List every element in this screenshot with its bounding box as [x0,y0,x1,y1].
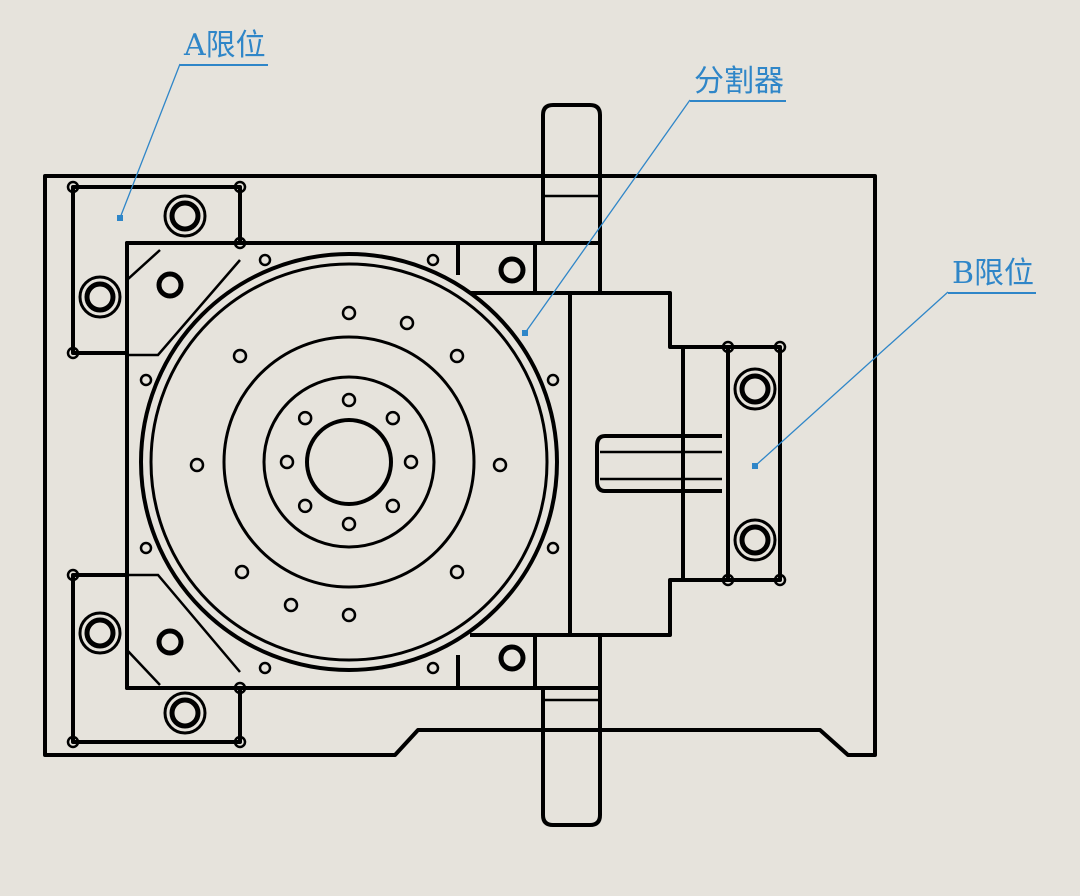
housing-hole [139,373,153,387]
bolt-circle-hole [297,410,313,426]
base-plate [43,174,877,757]
dial-hole [189,457,205,473]
bolt-socket [739,373,771,405]
dial-hole [449,348,465,364]
a-stop-block-top [71,185,242,355]
bolt-circle-hole [385,410,401,426]
dial-ring [305,418,393,506]
input-shaft-bottom [541,688,602,827]
indexer-label: 分割器 [690,66,786,102]
corner-pin [66,346,80,360]
dial-ring [262,375,436,549]
housing-hole [426,661,440,675]
bolts [66,180,787,749]
screw [498,256,526,284]
dial-ring [149,262,549,662]
housing-hole [546,541,560,555]
housing-hole [426,253,440,267]
housing-hole [258,253,272,267]
screw [498,644,526,672]
bolt-circle-hole [403,454,419,470]
a-stop-label: A限位 [180,30,268,66]
corner-pin [66,735,80,749]
a-stop-block-bottom [71,573,242,744]
corner-pin [233,180,247,194]
screw [156,271,184,299]
a-stop-leader [119,63,181,219]
corner-pin [66,180,80,194]
dial-hole [232,348,248,364]
dial-hole [283,597,299,613]
dial-hole [399,315,415,331]
housing-hole [258,661,272,675]
dial-hole [492,457,508,473]
bolt-head [78,611,122,655]
screw [156,628,184,656]
bolt-head [78,275,122,319]
a-stop-anchor [117,215,123,221]
indexer-leader [524,99,691,334]
output-shaft [595,434,722,493]
bolt-socket [169,200,201,232]
bolt-head [163,194,207,238]
b-stop-leader [754,291,949,467]
chamfer [126,649,161,686]
dial-hole [341,305,357,321]
bolt-head [163,691,207,735]
dial-ring [139,252,559,672]
corner-pin [773,340,787,354]
chamfer [127,573,241,673]
corner-pin [721,340,735,354]
housing-hole [546,373,560,387]
chamfer [127,259,241,357]
bolt-socket [84,281,116,313]
bolt-socket [739,524,771,556]
housing-hole [139,541,153,555]
indexing-dial [139,252,560,675]
dial-ring [222,335,476,589]
bolt-head [733,367,777,411]
corner-pin [773,573,787,587]
b-stop-block [726,345,782,582]
dial-hole [341,607,357,623]
bolt-circle-hole [297,498,313,514]
chamfer [126,249,161,281]
bolt-head [733,518,777,562]
corner-pin [721,573,735,587]
bolt-socket [169,697,201,729]
b-stop-label: B限位 [948,258,1037,294]
indexer-anchor [522,330,528,336]
bolt-circle-hole [279,454,295,470]
bolt-socket [84,617,116,649]
bolt-circle-hole [341,516,357,532]
bolt-circle-hole [341,392,357,408]
input-shaft-top [541,103,602,243]
corner-pin [66,568,80,582]
corner-pin [233,735,247,749]
b-stop-anchor [752,463,758,469]
corner-pin [233,681,247,695]
dial-hole [234,564,250,580]
dial-hole [449,564,465,580]
corner-pin [233,236,247,250]
bolt-circle-hole [385,498,401,514]
